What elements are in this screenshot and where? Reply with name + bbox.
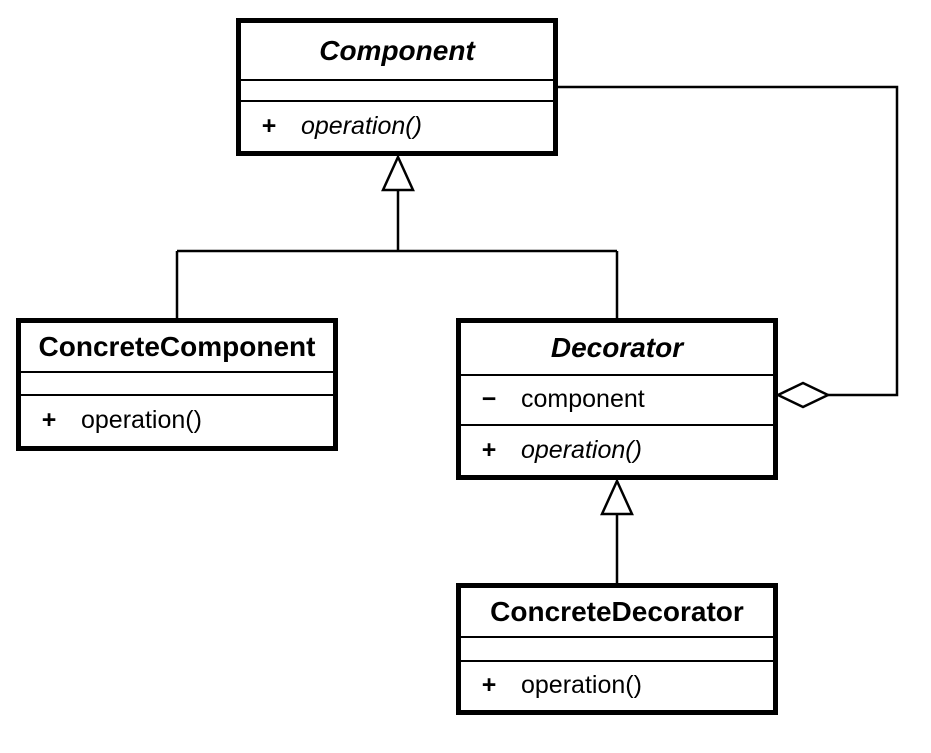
- operations-section: + operation(): [21, 393, 333, 446]
- operations-section: + operation(): [461, 659, 773, 710]
- aggregation-diamond-icon: [775, 381, 831, 409]
- attribute-name: component: [521, 385, 645, 414]
- class-decorator: Decorator − component + operation(): [456, 318, 778, 480]
- class-name: Decorator: [550, 332, 684, 364]
- class-concretecomponent: ConcreteComponent + operation(): [16, 318, 338, 451]
- visibility-symbol: +: [41, 406, 57, 435]
- class-name: Component: [319, 35, 475, 67]
- operation-signature: operation(): [521, 671, 642, 700]
- class-component: Component + operation(): [236, 18, 558, 156]
- inheritance-triangle-icon: [600, 477, 634, 516]
- visibility-symbol: +: [261, 111, 277, 140]
- visibility-symbol: −: [481, 385, 497, 414]
- operation-signature: operation(): [301, 111, 422, 140]
- attributes-section: [21, 371, 333, 393]
- operation-signature: operation(): [521, 436, 642, 465]
- operation-row: + operation(): [21, 396, 333, 446]
- attributes-section: [241, 79, 553, 99]
- aggregation-decorator-component: [558, 85, 899, 409]
- operation-signature: operation(): [81, 406, 202, 435]
- operations-section: + operation(): [241, 99, 553, 151]
- visibility-symbol: +: [481, 671, 497, 700]
- operation-row: + operation(): [461, 662, 773, 710]
- aggregation-line: [558, 85, 899, 397]
- class-concretedecorator: ConcreteDecorator + operation(): [456, 583, 778, 715]
- class-name: ConcreteDecorator: [490, 596, 744, 628]
- class-name: ConcreteComponent: [38, 331, 316, 363]
- operation-row: + operation(): [241, 102, 553, 151]
- operation-row: + operation(): [461, 426, 773, 475]
- inheritance-triangle-icon: [381, 153, 415, 192]
- generalization-to-component: [175, 153, 619, 318]
- attribute-row: − component: [461, 376, 773, 425]
- generalization-concretedecorator-to-decorator: [600, 477, 634, 583]
- visibility-symbol: +: [481, 436, 497, 465]
- attributes-section: − component: [461, 373, 773, 425]
- operations-section: + operation(): [461, 424, 773, 475]
- attributes-section: [461, 636, 773, 659]
